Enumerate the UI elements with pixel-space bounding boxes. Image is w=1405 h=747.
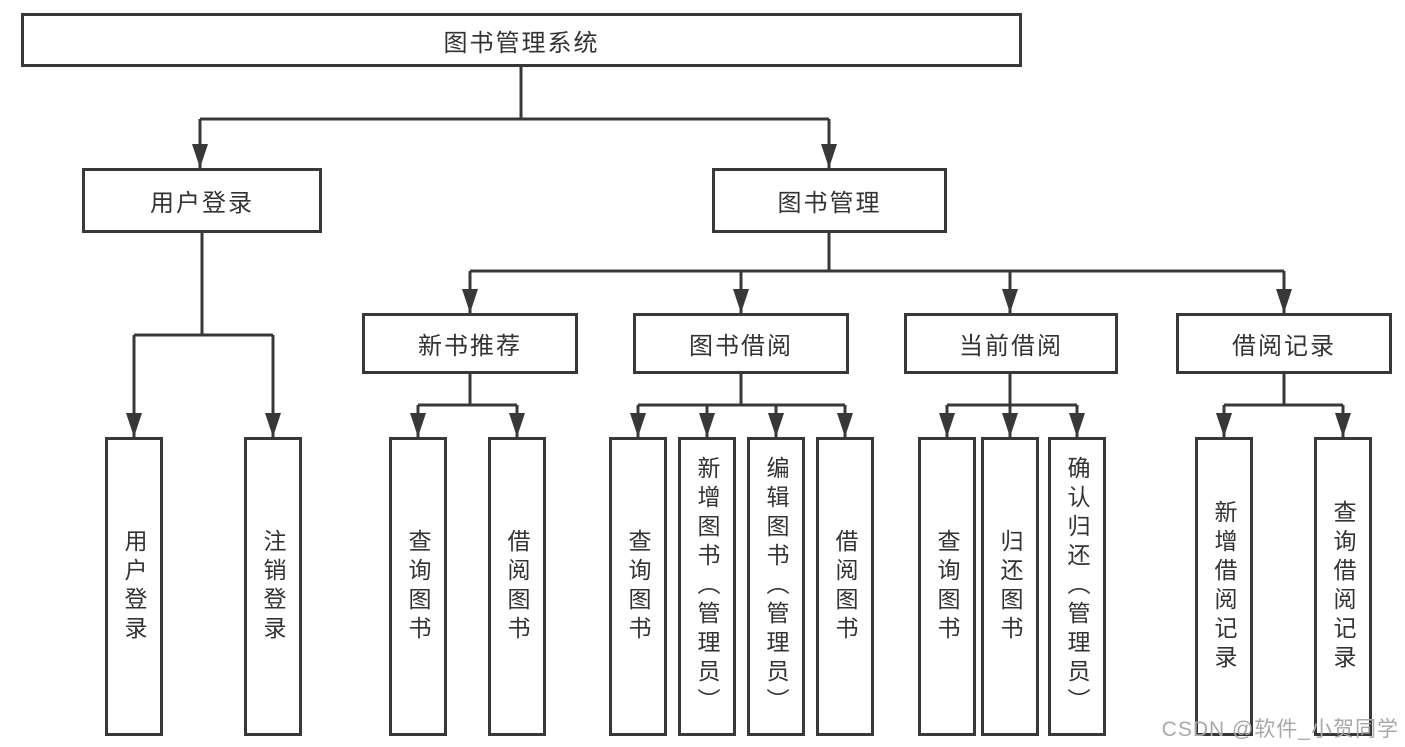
leaf-user-login-label: 用户登录: [121, 528, 147, 645]
leaf-return-books-label: 归还图书: [997, 528, 1023, 645]
leaf-edit-book-admin: 编辑图书（管理员）: [747, 437, 805, 736]
node-user-login: 用户登录: [82, 168, 322, 233]
leaf-query-borrow-record: 查询借阅记录: [1314, 437, 1372, 736]
leaf-borrow-books-recommend-label: 借阅图书: [504, 528, 530, 645]
leaf-borrow-books-label: 借阅图书: [832, 528, 858, 645]
leaf-confirm-return-admin-label: 确认归还（管理员）: [1064, 456, 1090, 717]
leaf-add-borrow-record-label: 新增借阅记录: [1211, 499, 1237, 674]
node-current-borrow-label: 当前借阅: [959, 333, 1063, 360]
leaf-borrow-books-recommend: 借阅图书: [488, 437, 546, 736]
leaf-logout: 注销登录: [244, 437, 302, 736]
leaf-user-login: 用户登录: [105, 437, 163, 736]
node-borrow-records: 借阅记录: [1176, 313, 1392, 374]
leaf-add-book-admin: 新增图书（管理员）: [678, 437, 736, 736]
node-borrow-records-label: 借阅记录: [1232, 333, 1336, 360]
leaf-return-books: 归还图书: [981, 437, 1039, 736]
leaf-query-books-current-label: 查询图书: [934, 528, 960, 645]
node-book-borrow-label: 图书借阅: [689, 333, 793, 360]
leaf-edit-book-admin-label: 编辑图书（管理员）: [763, 456, 789, 717]
node-new-book-recommend: 新书推荐: [362, 313, 578, 374]
leaf-confirm-return-admin: 确认归还（管理员）: [1048, 437, 1106, 736]
node-book-borrow: 图书借阅: [633, 313, 849, 374]
leaf-query-books-current: 查询图书: [918, 437, 976, 736]
node-current-borrow: 当前借阅: [904, 313, 1118, 374]
node-new-book-recommend-label: 新书推荐: [418, 333, 522, 360]
leaf-query-borrow-record-label: 查询借阅记录: [1330, 499, 1356, 674]
leaf-add-borrow-record: 新增借阅记录: [1195, 437, 1253, 736]
leaf-query-books-borrow-label: 查询图书: [625, 528, 651, 645]
leaf-borrow-books: 借阅图书: [816, 437, 874, 736]
leaf-query-books-borrow: 查询图书: [609, 437, 667, 736]
node-user-login-label: 用户登录: [150, 190, 254, 217]
node-book-management-label: 图书管理: [777, 190, 882, 217]
leaf-query-books-recommend: 查询图书: [389, 437, 447, 736]
node-book-management: 图书管理: [712, 168, 947, 233]
node-root: 图书管理系统: [21, 13, 1022, 67]
leaf-add-book-admin-label: 新增图书（管理员）: [694, 456, 720, 717]
node-root-label: 图书管理系统: [443, 29, 600, 57]
csdn-watermark: CSDN @软件_小贺同学: [1161, 718, 1399, 741]
arrowheads: [126, 144, 1351, 437]
leaf-query-books-recommend-label: 查询图书: [405, 528, 431, 645]
leaf-logout-label: 注销登录: [260, 528, 286, 645]
